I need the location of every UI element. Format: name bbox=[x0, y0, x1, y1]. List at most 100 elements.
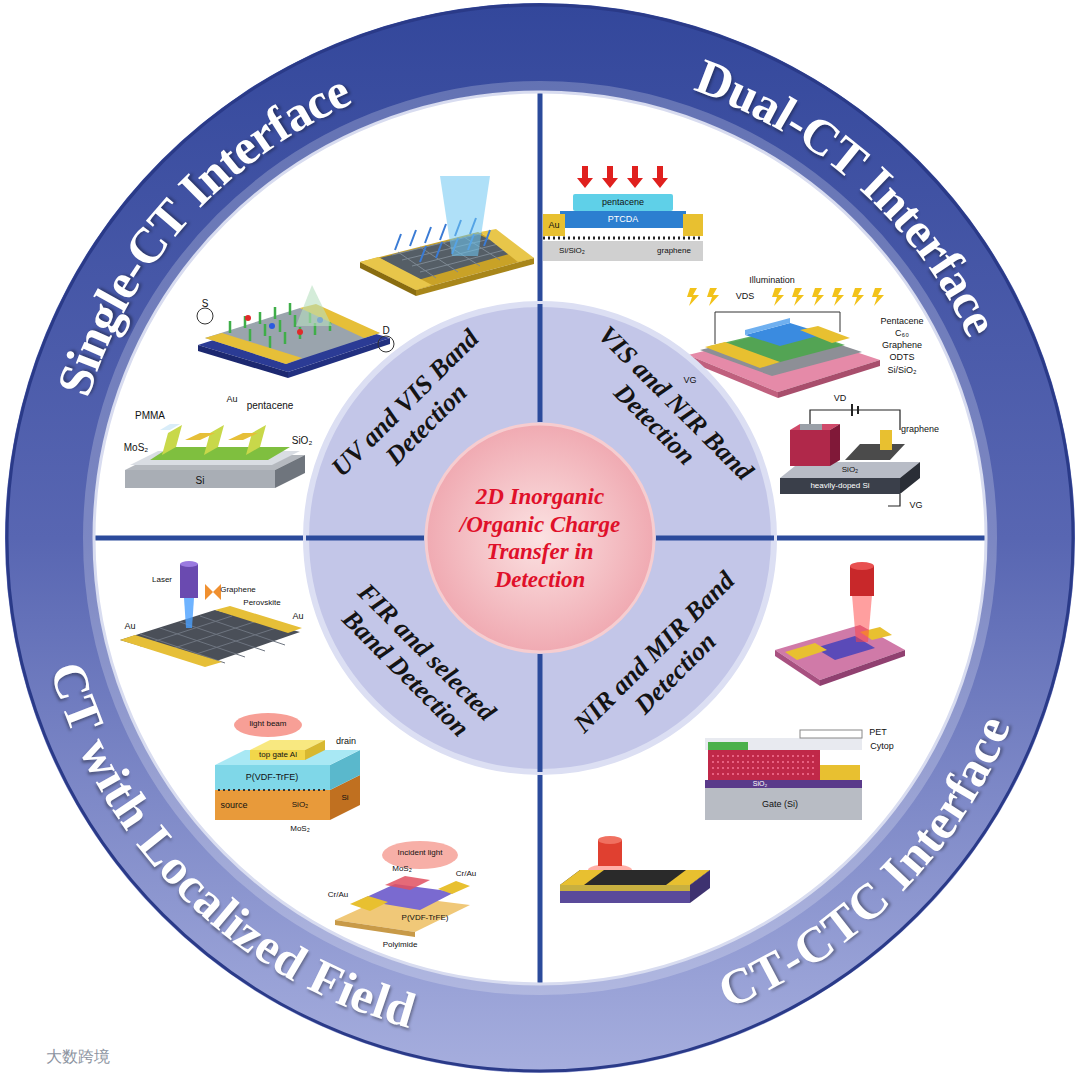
cytop-encapsulated-device bbox=[820, 765, 860, 780]
part-label: VG bbox=[909, 501, 922, 511]
part-label: VG bbox=[683, 376, 696, 386]
part-label: graphene bbox=[657, 247, 691, 256]
cytop-encapsulated-device bbox=[705, 788, 862, 820]
part-label: Cr/Au bbox=[328, 891, 348, 900]
flexible-ferroelectric-device bbox=[385, 876, 430, 890]
quadrant-divider bbox=[92, 90, 988, 986]
ferroelectric-gate-device bbox=[215, 790, 330, 820]
part-label: Au bbox=[226, 395, 237, 405]
part-label: SiO₂ bbox=[292, 801, 308, 810]
part-label: MoS₂ bbox=[290, 825, 310, 834]
pentacene-mos2-device bbox=[204, 425, 224, 455]
part-label: Gate (Si) bbox=[762, 800, 798, 810]
part-label: Illumination bbox=[749, 276, 795, 286]
planar-photodetector bbox=[598, 836, 622, 844]
laser-flake-device bbox=[850, 566, 874, 596]
pentacene-mos2-device bbox=[246, 425, 266, 455]
part-label: PET bbox=[869, 728, 887, 738]
pentacene-ptcda-device bbox=[683, 214, 703, 236]
part-label: light beam bbox=[250, 720, 287, 729]
ferroelectric-gate-device bbox=[215, 765, 330, 790]
graphene-perovskite-device bbox=[205, 584, 213, 600]
graphene-perovskite-device bbox=[184, 598, 194, 628]
graphene-photogating-device bbox=[851, 404, 853, 416]
part-label: C₆₀ bbox=[895, 329, 909, 339]
part-label: drain bbox=[336, 737, 356, 747]
part-label: Si bbox=[196, 475, 205, 486]
pentacene-c60-graphene-device bbox=[687, 288, 884, 306]
cytop-encapsulated-device bbox=[800, 730, 862, 738]
center-circle-outline bbox=[424, 422, 656, 654]
part-label: Perovskite bbox=[243, 599, 280, 608]
ring-inner-glow bbox=[88, 86, 992, 990]
pentacene-mos2-device bbox=[185, 433, 215, 440]
pentacene-c60-graphene-device bbox=[772, 288, 784, 306]
part-label: P(VDF-TrFE) bbox=[402, 914, 449, 923]
graphene-perovskite-device bbox=[120, 635, 222, 667]
quadrant-divider bbox=[538, 304, 543, 422]
band-circle: UV and VIS Band DetectionVIS and NIR Ban… bbox=[303, 301, 777, 775]
graphene-perovskite-device bbox=[180, 564, 198, 598]
center-title: 2D Inorganic /Organic Charge Transfer in… bbox=[450, 483, 630, 593]
pentacene-c60-graphene-device bbox=[832, 288, 844, 306]
part-label: SiO₂ bbox=[292, 435, 313, 446]
laser-flake-device bbox=[775, 562, 905, 686]
flexible-ferroelectric-device bbox=[438, 881, 470, 894]
outer-ring: Single-CT InterfaceDual-CT InterfaceCT w… bbox=[5, 3, 1075, 1073]
planar-photodetector bbox=[560, 891, 690, 903]
pentacene-c60-graphene-device bbox=[792, 288, 804, 306]
part-label: Laser bbox=[152, 576, 172, 585]
cytop-encapsulated-device bbox=[708, 742, 748, 750]
part-label: D bbox=[382, 325, 389, 336]
part-label: heavily-doped Si bbox=[810, 482, 869, 491]
cytop-encapsulated-device bbox=[705, 730, 862, 820]
light-beam-device bbox=[360, 257, 432, 290]
graphene-photogating-device bbox=[830, 424, 840, 466]
center-circle: 2D Inorganic /Organic Charge Transfer in… bbox=[424, 422, 656, 654]
ring-title: CT-CTC Interface bbox=[702, 693, 1027, 1022]
ring-inner-edge bbox=[94, 92, 986, 984]
part-label: ODTS bbox=[889, 353, 914, 363]
graphene-photogating-device bbox=[888, 494, 900, 506]
part-label: SiO₂ bbox=[842, 466, 858, 475]
part-label: Polyimide bbox=[383, 941, 418, 950]
part-label: PTCDA bbox=[608, 215, 639, 225]
laser-flake-device bbox=[850, 562, 874, 570]
cytop-encapsulated-device bbox=[712, 756, 816, 774]
part-label: Au bbox=[124, 622, 135, 632]
part-label: graphene bbox=[901, 425, 939, 435]
part-label: Si bbox=[341, 794, 348, 803]
part-label: VDS bbox=[736, 292, 755, 302]
pentacene-c60-graphene-device bbox=[687, 288, 699, 306]
graphene-photogating-device bbox=[900, 462, 920, 494]
transistor-device bbox=[197, 308, 213, 324]
flexible-ferroelectric-device bbox=[335, 920, 415, 937]
pentacene-mos2-device bbox=[125, 470, 275, 488]
transistor-device bbox=[296, 285, 332, 326]
ferroelectric-gate-device bbox=[215, 750, 360, 765]
pentacene-ptcda-device bbox=[543, 241, 703, 261]
pentacene-ptcda-device bbox=[543, 237, 703, 240]
pentacene-c60-graphene-device bbox=[705, 342, 780, 368]
quadrant-divider bbox=[538, 654, 543, 772]
graphene-perovskite-device bbox=[120, 561, 302, 667]
part-label: P(VDF-TrFE) bbox=[246, 773, 299, 783]
pentacene-ptcda-device bbox=[577, 166, 668, 188]
laser-flake-device bbox=[852, 595, 872, 642]
graphene-perovskite-device bbox=[120, 610, 300, 665]
part-label: Incident light bbox=[398, 849, 443, 858]
transistor-device bbox=[205, 333, 302, 364]
quadrant-divider bbox=[777, 536, 988, 541]
part-label: VD bbox=[834, 394, 847, 404]
cytop-encapsulated-device bbox=[705, 780, 862, 788]
part-label: top gate Al bbox=[259, 751, 297, 760]
part-label: PMMA bbox=[135, 410, 165, 421]
pentacene-ptcda-device bbox=[543, 166, 703, 261]
graphene-photogating-device bbox=[845, 444, 905, 460]
watermark: 大数跨境 bbox=[46, 1048, 110, 1066]
pentacene-ptcda-device bbox=[573, 194, 673, 211]
light-beam-device bbox=[440, 176, 490, 256]
pentacene-c60-graphene-device bbox=[800, 326, 850, 343]
flexible-ferroelectric-device bbox=[350, 896, 388, 911]
graphene-photogating-device bbox=[880, 430, 892, 450]
